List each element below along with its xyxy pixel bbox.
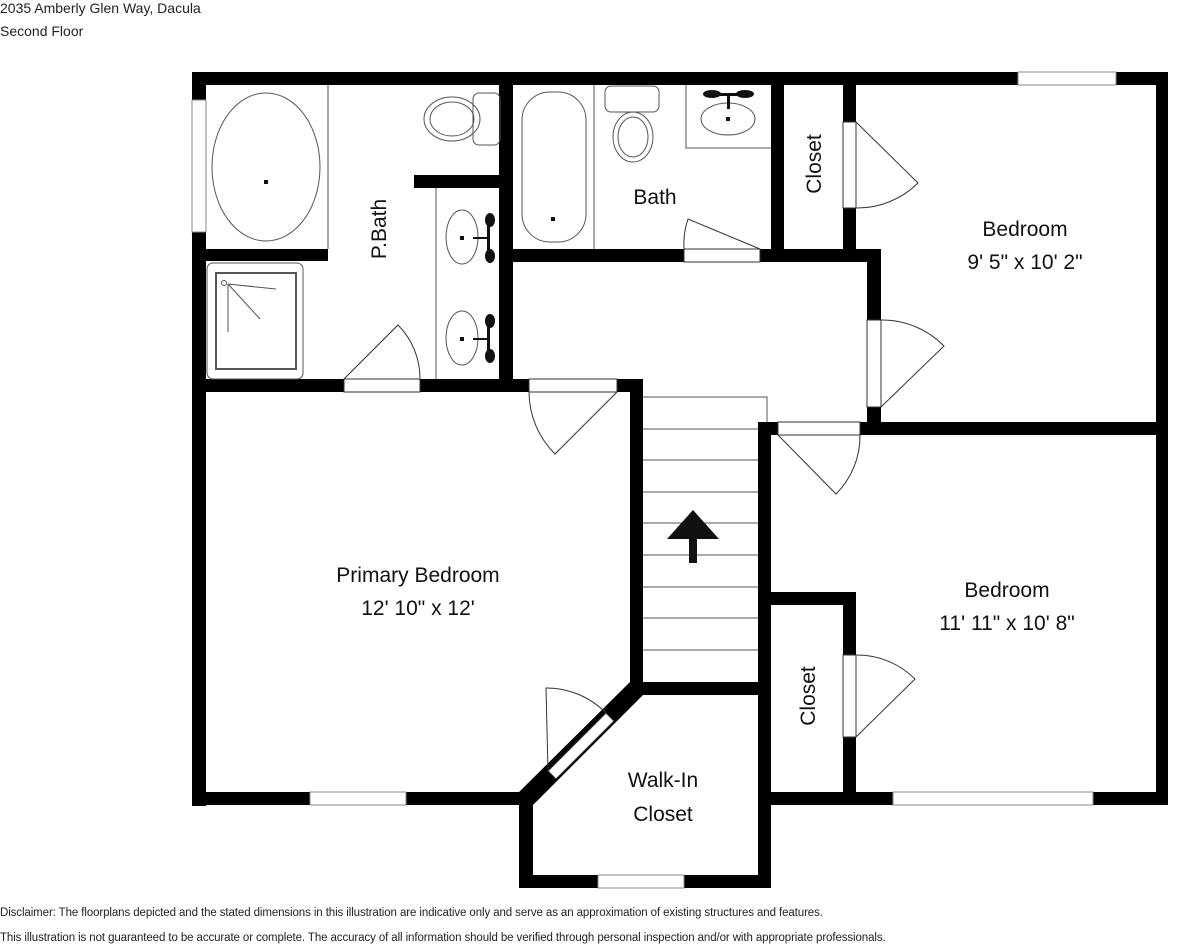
room-dimensions: 9' 5" x 10' 2" [967,251,1083,274]
disclaimer-line-1: Disclaimer: The floorplans depicted and … [0,907,823,919]
disclaimer-line-2: This illustration is not guaranteed to b… [0,932,886,944]
room-name-line1: Walk-In [627,769,699,792]
oval-tub [211,92,321,242]
room-label-primary-bedroom: Primary Bedroom 12' 10" x 12' [308,563,528,622]
room-label-walk-in-closet: Walk-In Closet [603,768,723,828]
doors [343,121,945,780]
room-label-primary-bath: P.Bath [368,198,391,260]
room-name: Primary Bedroom [336,564,500,587]
arrow-up-icon [667,510,719,563]
room-dimensions: 11' 11" x 10' 8" [939,612,1075,635]
room-name: Bedroom [964,579,1050,602]
bath-fixtures [521,85,771,249]
room-dimensions: 12' 10" x 12' [361,597,475,620]
room-label-bedroom-top: Bedroom 9' 5" x 10' 2" [925,217,1125,276]
property-address: 2035 Amberly Glen Way, Dacula [0,0,201,16]
room-label-bedroom-bottom: Bedroom 11' 11" x 10' 8" [897,578,1117,637]
room-name-line2: Closet [633,803,693,826]
room-label-closet-top: Closet [803,134,826,194]
primary-bath-fixtures [206,85,501,380]
windows [191,71,1117,889]
room-label-closet-bottom: Closet [797,666,820,726]
room-name: Bath [633,186,677,209]
room-name: Bedroom [982,218,1068,241]
walls [192,72,1168,888]
floor-level: Second Floor [0,23,84,39]
room-label-bath: Bath [600,185,710,211]
stairs [643,396,768,651]
